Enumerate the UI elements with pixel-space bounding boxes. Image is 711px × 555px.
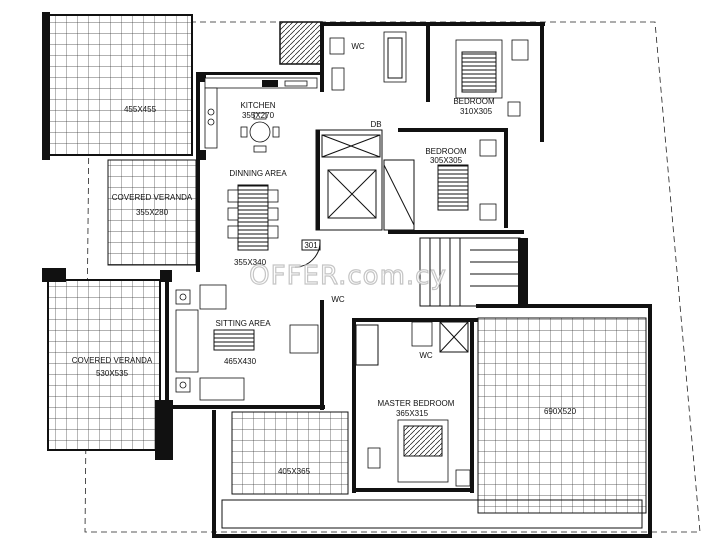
- covered-veranda-upper-name: COVERED VERANDA: [112, 193, 193, 202]
- bedroom-mid-size: 305X305: [430, 156, 463, 165]
- sitting-furniture: [175, 284, 319, 401]
- db-label: DB: [370, 120, 381, 129]
- kitchen-name: KITCHEN: [240, 101, 275, 110]
- bedroom-top-size: 310X305: [460, 107, 493, 116]
- terrace-bottom: [212, 410, 652, 538]
- wc-mid-label: WC: [331, 295, 345, 304]
- wc-master-label: WC: [419, 351, 433, 360]
- watermark-text: OFFER.com.cy: [249, 261, 447, 291]
- master-bedroom-size: 365X315: [396, 409, 429, 418]
- core-area: [294, 129, 528, 308]
- bedroom-mid-name: BEDROOM: [425, 147, 467, 156]
- master-wing: [320, 300, 482, 493]
- terrace-right-size: 690X520: [544, 407, 577, 416]
- kitchen-table: [240, 112, 280, 153]
- chimney: [279, 21, 323, 65]
- terrace-right: [476, 304, 652, 534]
- covered-veranda-lower-size: 530X535: [96, 369, 129, 378]
- terrace-top-left: [42, 12, 193, 160]
- sitting-size: 465X430: [224, 357, 257, 366]
- terrace-top-left-size: 455X455: [124, 105, 157, 114]
- bedroom-top-wing: [320, 22, 545, 228]
- kitchen-counter: [204, 77, 318, 149]
- covered-veranda-upper: [107, 159, 197, 266]
- covered-veranda-lower-name: COVERED VERANDA: [72, 356, 153, 365]
- dining-size: 355X340: [234, 258, 267, 267]
- wc-top-label: WC: [351, 42, 365, 51]
- covered-veranda-upper-size: 355X280: [136, 208, 169, 217]
- master-bedroom-name: MASTER BEDROOM: [378, 399, 455, 408]
- sitting-name: SITTING AREA: [215, 319, 271, 328]
- bedroom-top-name: BEDROOM: [453, 97, 495, 106]
- terrace-bottom-size: 405X365: [278, 467, 311, 476]
- kitchen-size: 355X270: [242, 111, 275, 120]
- dining-name: DINNING AREA: [229, 169, 287, 178]
- dining-table: [227, 184, 279, 251]
- door-301-label: 301: [304, 241, 318, 250]
- covered-veranda-lower: [42, 268, 173, 460]
